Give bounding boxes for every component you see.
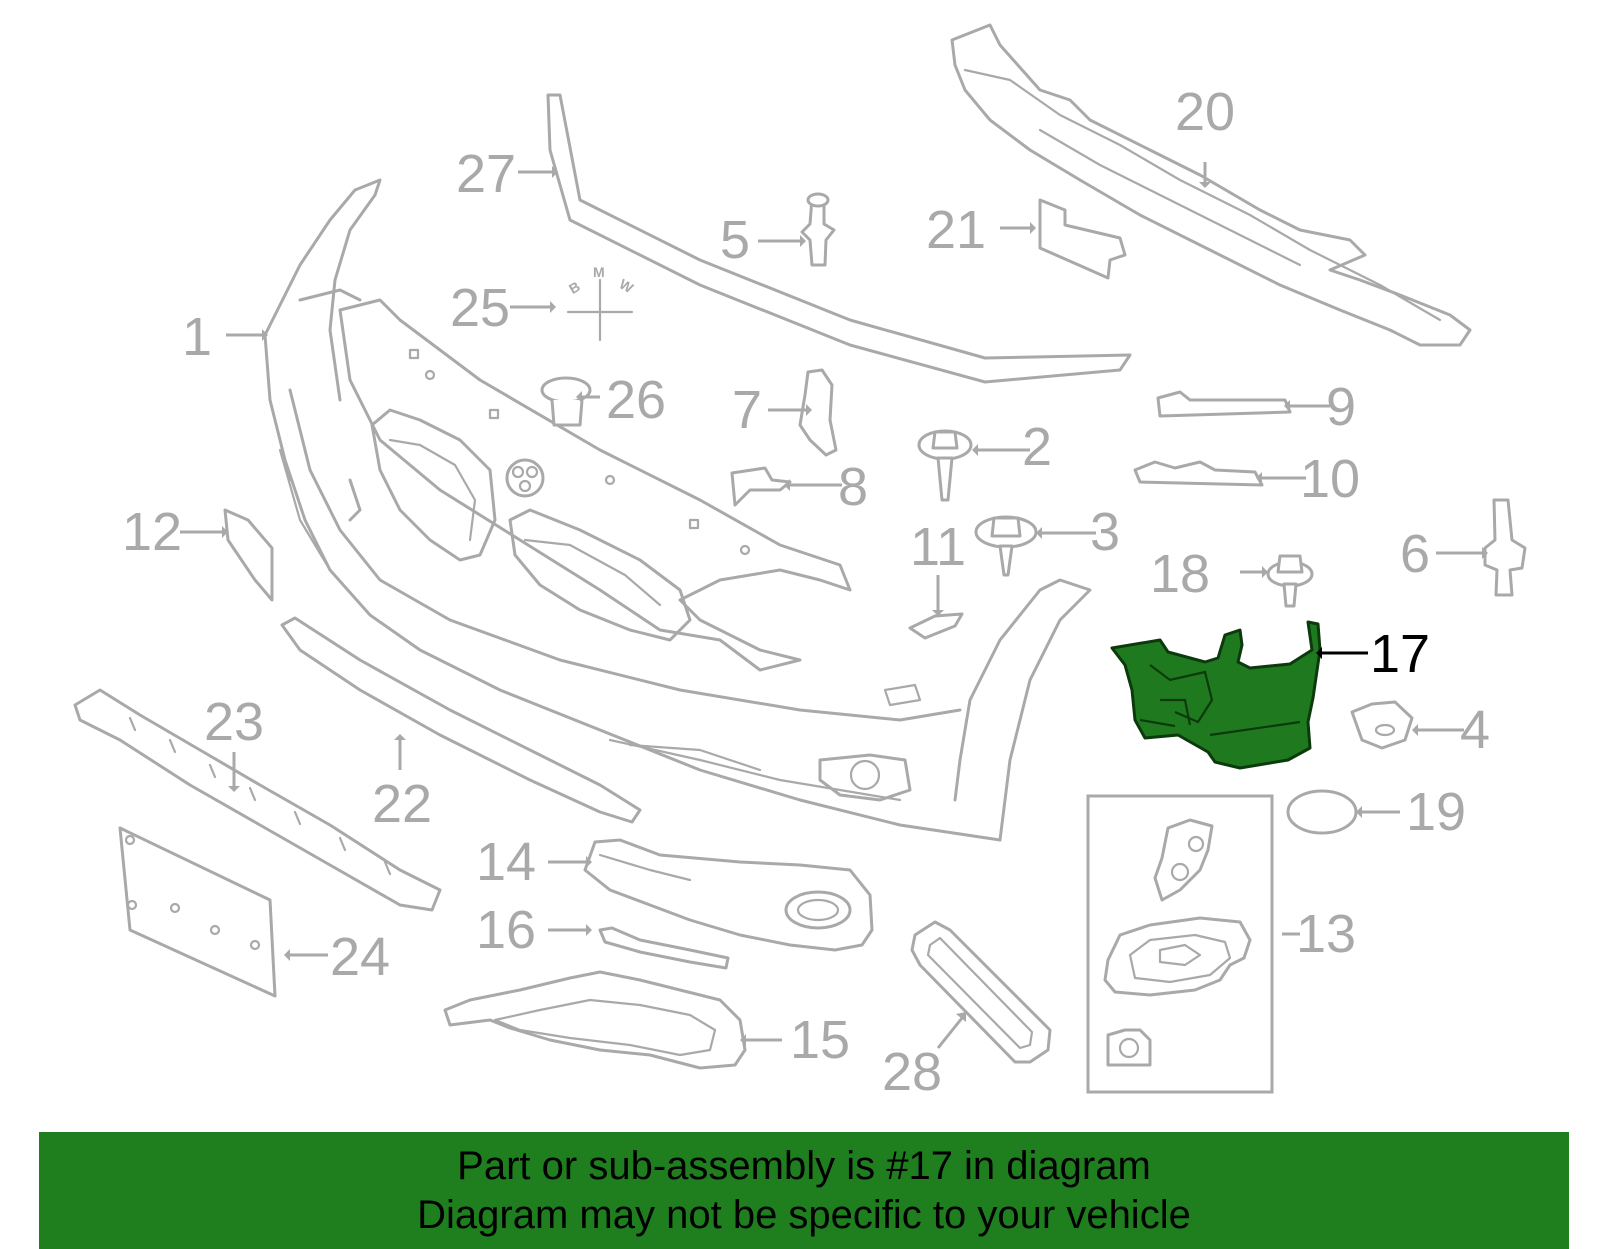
- part-23-strip[interactable]: [73, 688, 442, 912]
- callout-10: 10: [1300, 449, 1360, 509]
- part-13-inset[interactable]: [1086, 794, 1274, 1094]
- grille-carrier: [338, 298, 852, 672]
- callout-27: 27: [456, 144, 516, 204]
- callout-15: 15: [790, 1010, 850, 1070]
- callout-16: 16: [476, 900, 536, 960]
- part-11-cap[interactable]: [908, 612, 964, 640]
- callout-14: 14: [476, 832, 536, 892]
- callout-6: 6: [1400, 524, 1430, 584]
- part-9-strip[interactable]: [1156, 390, 1292, 418]
- callout-28: 28: [882, 1042, 942, 1102]
- part-5-clip[interactable]: [800, 192, 836, 267]
- banner-line-part: Part or sub-assembly is #17 in diagram: [457, 1143, 1151, 1188]
- part-28-reflector[interactable]: [910, 920, 1052, 1064]
- part-24-license-bracket[interactable]: [118, 826, 277, 998]
- part-8-bracket[interactable]: [730, 466, 792, 507]
- callout-22: 22: [372, 774, 432, 834]
- callout-11: 11: [910, 517, 966, 577]
- part-26-grommet[interactable]: [540, 376, 592, 427]
- part-1-bumper-cover[interactable]: [263, 178, 1092, 842]
- part-15-lower-trim[interactable]: [443, 970, 747, 1070]
- part-12-cover[interactable]: [223, 508, 274, 602]
- callout-17: 17: [1370, 624, 1430, 684]
- callout-2: 2: [1022, 417, 1052, 477]
- callout-19: 19: [1406, 782, 1466, 842]
- emblem-letter-m: M: [593, 264, 605, 280]
- part-4-clip[interactable]: [1350, 700, 1414, 750]
- callout-12: 12: [122, 502, 182, 562]
- part-16-strip[interactable]: [598, 926, 730, 970]
- part-21-bracket[interactable]: [1038, 198, 1127, 280]
- emblem-letter-w: W: [617, 276, 637, 297]
- callout-18: 18: [1150, 544, 1210, 604]
- part-22-lower-trim[interactable]: [280, 616, 642, 824]
- part-18-bolt[interactable]: [1266, 554, 1314, 608]
- callout-26: 26: [606, 370, 666, 430]
- callout-23: 23: [204, 692, 264, 752]
- callout-4: 4: [1460, 700, 1490, 760]
- part-20-reinforcement-bar[interactable]: [950, 23, 1472, 347]
- banner-line-disclaimer: Diagram may not be specific to your vehi…: [417, 1192, 1191, 1237]
- callout-9: 9: [1326, 377, 1356, 437]
- part-25-emblem[interactable]: B M W: [566, 264, 637, 342]
- callout-1: 1: [182, 307, 212, 367]
- callout-labels: 1 2 3 4 5 6 7 8 9 10 11 12 13 14 15 16 1…: [122, 82, 1490, 1102]
- emblem-letter-b: B: [566, 278, 583, 297]
- part-10-strip[interactable]: [1133, 460, 1264, 487]
- callout-5: 5: [720, 210, 750, 270]
- callout-24: 24: [330, 927, 390, 987]
- part-17-bracket-highlighted[interactable]: [1110, 620, 1322, 770]
- callout-20: 20: [1175, 82, 1235, 142]
- info-banner: Part or sub-assembly is #17 in diagram D…: [39, 1132, 1569, 1249]
- leader-lines: [180, 162, 1488, 1049]
- part-14-fog-trim[interactable]: [583, 838, 874, 952]
- part-19-ring[interactable]: [1286, 789, 1358, 835]
- callout-13: 13: [1296, 904, 1356, 964]
- part-27-upper-strip[interactable]: [546, 93, 1132, 384]
- callout-3: 3: [1090, 502, 1120, 562]
- part-3-screw[interactable]: [974, 515, 1038, 577]
- callout-25: 25: [450, 278, 510, 338]
- part-7-bracket[interactable]: [798, 368, 838, 457]
- part-2-screw[interactable]: [917, 429, 973, 502]
- callout-21: 21: [926, 200, 986, 260]
- part-6-pin[interactable]: [1483, 498, 1527, 597]
- callout-8: 8: [838, 457, 868, 517]
- callout-7: 7: [732, 380, 762, 440]
